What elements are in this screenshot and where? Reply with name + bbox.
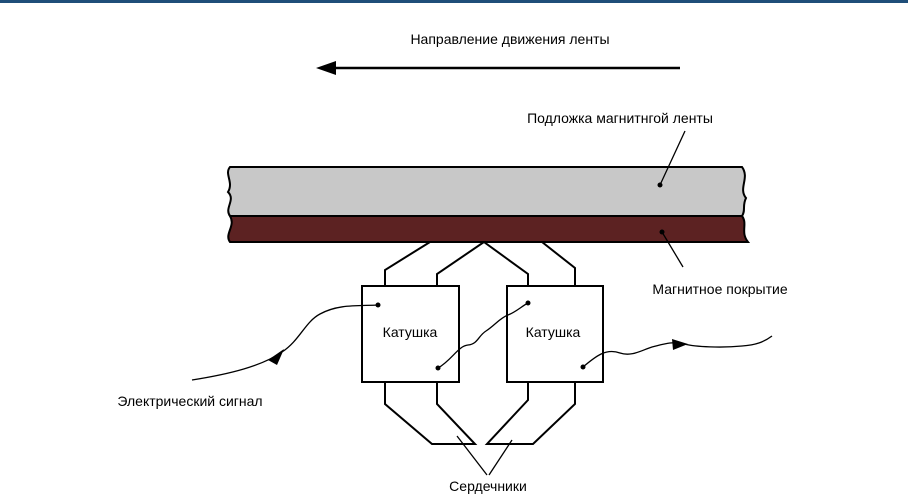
core-upper-left (385, 242, 484, 286)
top-rule (0, 0, 908, 3)
direction-arrow-head (316, 61, 336, 75)
coating-leader-dot (660, 230, 665, 235)
core-lower-right (487, 382, 575, 444)
coil-right-terminal-in (526, 301, 531, 306)
tape-direction-label: Направление движения ленты (410, 31, 609, 47)
substrate-leader-dot (658, 183, 663, 188)
tape-substrate (228, 167, 746, 216)
signal-input-arrow (268, 349, 284, 365)
coil-right-label: Катушка (526, 324, 581, 340)
cores-leader-right (489, 440, 512, 475)
signal-input-wire (192, 305, 378, 380)
core-lower-left (385, 382, 475, 444)
coil-left-label: Катушка (383, 324, 438, 340)
core-upper-right (484, 242, 575, 286)
electric-signal-label: Электрический сигнал (117, 393, 262, 409)
cores-label: Сердечники (449, 478, 527, 494)
signal-output-wire (583, 336, 772, 367)
magnetic-coating-label: Магнитное покрытие (652, 281, 787, 297)
tape-substrate-label: Подложка магнитнгой ленты (527, 110, 713, 126)
signal-output-arrow (672, 339, 688, 350)
magnetic-coating (228, 216, 748, 242)
coil-left-terminal-in (376, 303, 381, 308)
